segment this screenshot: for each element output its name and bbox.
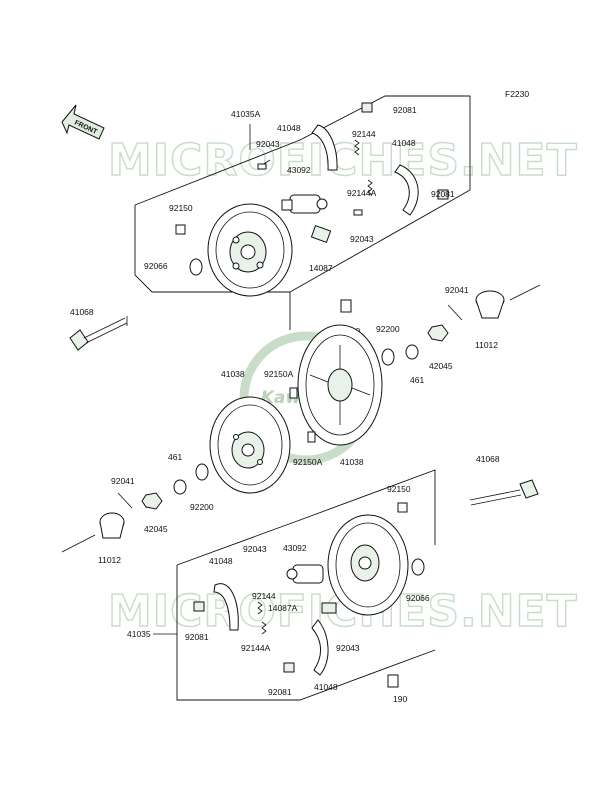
- bolt-190-upper: [340, 299, 352, 313]
- label-92081-lower-left: 92081: [185, 632, 209, 642]
- cap-92066-lower: [411, 558, 425, 576]
- nut-42045-left: [141, 492, 163, 510]
- label-43092-lower: 43092: [283, 543, 307, 553]
- brake-shoe-lower-left: [213, 583, 239, 631]
- pin-head-92043-1: [257, 163, 267, 170]
- label-92041-upper-right: 92041: [445, 285, 469, 295]
- nut-42045-right: [427, 324, 449, 342]
- label-92043-lower: 92043: [243, 544, 267, 554]
- front-arrow-icon: FRONT: [61, 104, 105, 140]
- upper-brake-box: [134, 95, 471, 330]
- label-92200-left: 92200: [190, 502, 214, 512]
- label-92041-left: 92041: [111, 476, 135, 486]
- label-92150A-lower: 92150A: [293, 457, 323, 467]
- label-92081-upper-right: 92081: [393, 105, 417, 115]
- bolt-92150-lower: [397, 502, 408, 513]
- adjuster-14087-upper: [310, 224, 332, 244]
- label-92144A-upper: 92144A: [347, 188, 377, 198]
- label-41068-right: 41068: [476, 454, 500, 464]
- label-461-upper-right: 461: [410, 375, 424, 385]
- label-41048-lower: 41048: [209, 556, 233, 566]
- label-41048-upper-right: 41048: [392, 138, 416, 148]
- bolt-92150A-upper: [289, 387, 298, 399]
- wheel-cylinder-lower: [286, 564, 324, 584]
- cap-11012-left: [99, 512, 125, 539]
- cap-11012-right: [475, 290, 505, 319]
- label-92144-lower: 92144: [252, 591, 276, 601]
- label-92144-upper: 92144: [352, 129, 376, 139]
- spring-92144-upper: [354, 139, 360, 156]
- label-92081-lower-2: 92081: [268, 687, 292, 697]
- cotter-pin-92041-right: [447, 304, 463, 321]
- ring-461-left: [173, 479, 187, 495]
- leader-11012-right: [509, 284, 541, 301]
- label-41068-upper-left: 41068: [70, 307, 94, 317]
- clip-92081-lower-2: [283, 662, 295, 673]
- label-41048-upper-left: 41048: [277, 123, 301, 133]
- clip-92081-lower-1: [193, 601, 205, 612]
- label-14087-upper: 14087: [309, 263, 333, 273]
- leader-11012-left: [61, 534, 96, 553]
- brake-panel-lower: [327, 514, 409, 616]
- lower-brake-box: [176, 469, 436, 701]
- spring-92144A-upper: [367, 179, 373, 196]
- label-92144A-lower: 92144A: [241, 643, 271, 653]
- brake-shoe-upper-right: [394, 164, 419, 216]
- cap-92066-upper: [189, 258, 203, 276]
- label-190-lower: 190: [393, 694, 407, 704]
- spring-92144-lower: [257, 601, 263, 615]
- label-41038-left: 41038: [221, 369, 245, 379]
- watermark-top: MICROFICHES.NET: [108, 135, 578, 186]
- ring-461-right: [405, 344, 419, 360]
- label-43092-upper: 43092: [287, 165, 311, 175]
- wheel-cylinder-upper: [281, 194, 328, 214]
- label-92200-upper-right: 92200: [376, 324, 400, 334]
- spring-92144A-lower: [261, 621, 267, 635]
- bolt-190-lower: [387, 674, 399, 688]
- brake-shoe-lower-right: [311, 619, 329, 676]
- axle-41068-right: [469, 479, 539, 506]
- adjuster-14087A-lower: [321, 602, 337, 614]
- label-14087A-lower: 14087A: [268, 603, 298, 613]
- label-461-left: 461: [168, 452, 182, 462]
- label-92066-upper: 92066: [144, 261, 168, 271]
- label-11012-upper-right: 11012: [475, 340, 498, 350]
- clip-92081-upper-1: [361, 102, 373, 113]
- label-42045-left: 42045: [144, 524, 168, 534]
- clip-92081-upper-2: [437, 189, 449, 200]
- label-92081-upper-2: 92081: [431, 189, 455, 199]
- washer-92200-right: [381, 348, 395, 366]
- bolt-92150A-lower: [307, 431, 316, 443]
- label-92043-lower-2: 92043: [336, 643, 360, 653]
- cotter-pin-92041-left: [117, 492, 133, 509]
- diagram-code: F2230: [505, 89, 529, 99]
- washer-92200-left: [195, 463, 209, 481]
- wheel-hub-41038-right: [297, 324, 383, 446]
- label-11012-left: 11012: [98, 555, 121, 565]
- label-42045-upper-right: 42045: [429, 361, 453, 371]
- axle-41068-left: [69, 316, 128, 351]
- label-92043-upper-2: 92043: [350, 234, 374, 244]
- bolt-92150-upper: [175, 224, 186, 235]
- label-92150-lower: 92150: [387, 484, 411, 494]
- label-41035A: 41035A: [231, 109, 261, 119]
- label-92150-upper: 92150: [169, 203, 193, 213]
- brake-drum-41038-left: [209, 396, 291, 494]
- label-41035-lower: 41035: [127, 629, 151, 639]
- label-92150A-upper: 92150A: [264, 369, 294, 379]
- brake-shoe-upper-left: [311, 124, 338, 171]
- label-92066-lower: 92066: [406, 593, 430, 603]
- label-41038-right: 41038: [340, 457, 364, 467]
- label-41048-lower-2: 41048: [314, 682, 338, 692]
- brake-panel-upper: [207, 203, 293, 297]
- pin-92043-upper-2: [353, 209, 363, 216]
- label-92043-upper-left: 92043: [256, 139, 280, 149]
